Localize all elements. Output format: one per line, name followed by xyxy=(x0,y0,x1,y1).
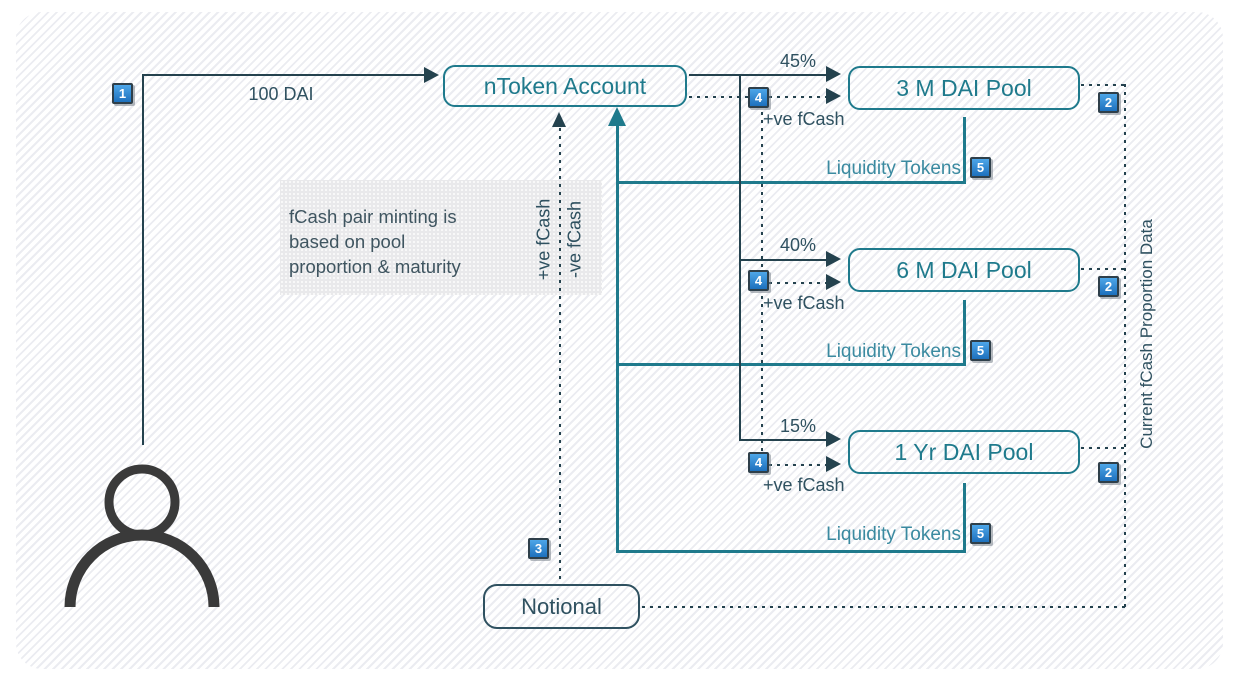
badge-4-fcash-1yr: 4 xyxy=(748,452,769,473)
pool-node-1yr: 1 Yr DAI Pool xyxy=(848,430,1080,474)
pool-label-1yr: 1 Yr DAI Pool xyxy=(894,439,1034,465)
notional-mint-arrow-icon xyxy=(552,112,566,127)
badge-4-fcash-3m: 4 xyxy=(748,87,769,108)
dai-arrow-3m-icon xyxy=(826,66,841,82)
pool-label-6m: 6 M DAI Pool xyxy=(896,257,1032,283)
fcash-arrow-1yr-icon xyxy=(826,456,841,472)
liquidity-drop-1yr xyxy=(963,483,966,553)
deposit-amount-label: 100 DAI xyxy=(248,84,314,104)
percent-label-6m: 40% xyxy=(779,235,817,255)
proportion-link-1yr xyxy=(1081,447,1125,449)
pool-node-3m: 3 M DAI Pool xyxy=(848,66,1080,110)
fcash-arrow-6m-icon xyxy=(826,274,841,290)
pool-node-6m: 6 M DAI Pool xyxy=(848,248,1080,292)
fcash-line-1yr xyxy=(761,464,826,466)
pool-label-3m: 3 M DAI Pool xyxy=(896,75,1032,101)
liquidity-drop-3m xyxy=(963,117,966,184)
liquidity-collector-line xyxy=(616,126,619,553)
dai-split-line-3m xyxy=(689,74,826,76)
liquidity-line-3m xyxy=(616,181,965,184)
deposit-arrow-icon xyxy=(424,67,439,83)
dai-split-line-6m xyxy=(739,259,826,261)
dai-arrow-1yr-icon xyxy=(826,431,841,447)
notional-mint-line xyxy=(559,128,561,584)
liquidity-line-6m xyxy=(616,363,965,366)
fcash-label-3m: +ve fCash xyxy=(763,109,845,129)
liquidity-drop-6m xyxy=(963,300,966,366)
badge-5-liquidity-6m: 5 xyxy=(970,340,991,361)
note-line-3: proportion & maturity xyxy=(289,256,461,277)
badge-2-proportion-6m: 2 xyxy=(1098,276,1119,297)
badge-5-liquidity-3m: 5 xyxy=(970,157,991,178)
ntoken-account-node: nToken Account xyxy=(443,65,687,107)
badge-2-proportion-3m: 2 xyxy=(1098,92,1119,113)
notional-label: Notional xyxy=(521,594,602,619)
dai-split-trunk xyxy=(739,74,741,441)
note-fcash-pair-minting: fCash pair minting is based on pool prop… xyxy=(280,180,602,295)
liquidity-tokens-label-3m: Liquidity Tokens xyxy=(826,158,961,179)
notional-data-line xyxy=(642,606,1126,608)
neg-fcash-vertical-label: -ve fCash xyxy=(564,200,585,279)
fcash-label-1yr: +ve fCash xyxy=(763,475,845,495)
deposit-line-vertical xyxy=(142,74,144,445)
percent-label-1yr: 15% xyxy=(779,416,817,436)
badge-3-notional: 3 xyxy=(528,538,549,559)
fcash-label-6m: +ve fCash xyxy=(763,293,845,313)
liquidity-tokens-label-6m: Liquidity Tokens xyxy=(826,341,961,362)
user-icon xyxy=(64,464,220,608)
badge-5-liquidity-1yr: 5 xyxy=(970,523,991,544)
proportion-data-axis-label: Current fCash Proportion Data xyxy=(1137,219,1156,449)
fcash-line-6m xyxy=(761,282,826,284)
liquidity-return-arrow-icon xyxy=(608,107,626,126)
badge-4-fcash-6m: 4 xyxy=(748,270,769,291)
proportion-link-3m xyxy=(1081,84,1125,86)
dai-split-line-1yr xyxy=(739,439,826,441)
note-line-1: fCash pair minting is xyxy=(289,206,457,227)
notional-node: Notional xyxy=(483,584,640,629)
proportion-data-line xyxy=(1124,84,1126,608)
percent-label-3m: 45% xyxy=(779,51,817,71)
badge-1-deposit: 1 xyxy=(112,83,133,104)
deposit-line-horizontal xyxy=(142,74,424,76)
dai-arrow-6m-icon xyxy=(826,251,841,267)
proportion-link-6m xyxy=(1081,268,1125,270)
badge-2-proportion-1yr: 2 xyxy=(1098,462,1119,483)
liquidity-line-1yr xyxy=(616,550,965,553)
note-line-2: based on pool xyxy=(289,231,406,252)
liquidity-tokens-label-1yr: Liquidity Tokens xyxy=(826,524,961,545)
fcash-arrow-3m-icon xyxy=(826,88,841,104)
pos-fcash-vertical-label: +ve fCash xyxy=(533,198,554,281)
ntoken-account-label: nToken Account xyxy=(483,73,647,99)
